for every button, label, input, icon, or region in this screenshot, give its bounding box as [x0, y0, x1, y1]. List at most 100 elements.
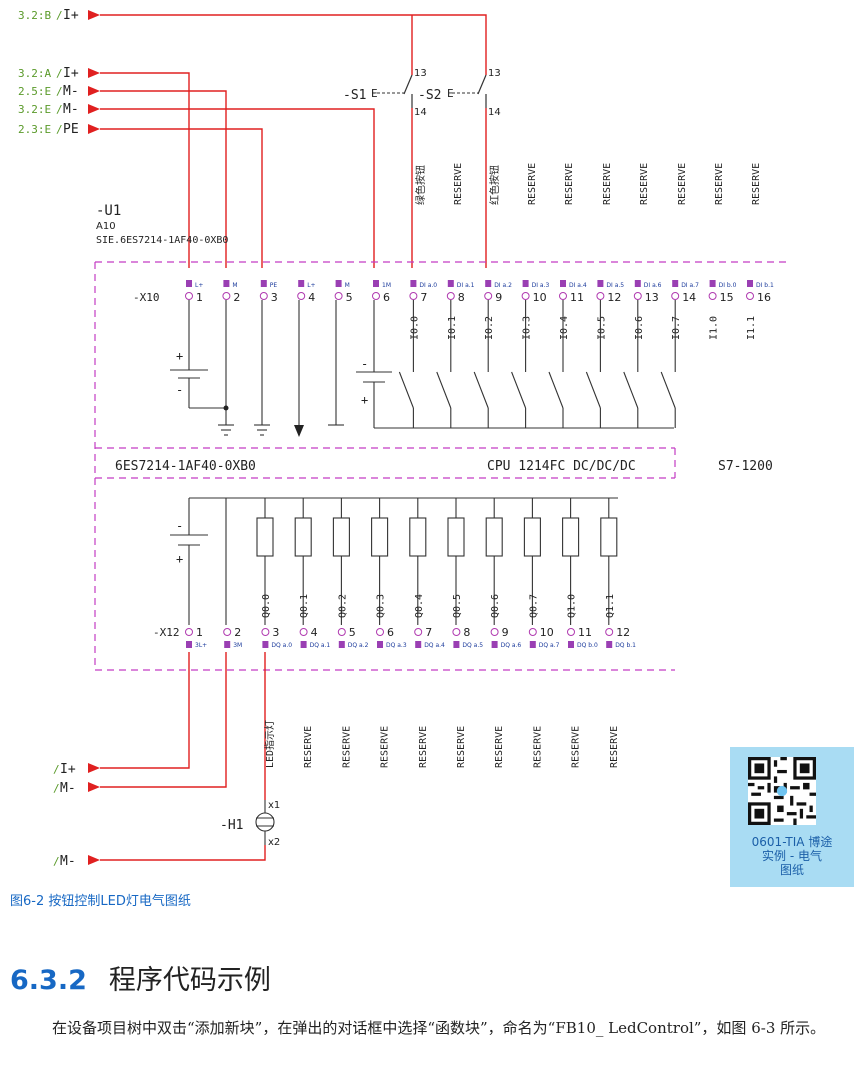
x10-terminal-name: DI b.1 [756, 282, 774, 289]
x12-terminal-marker [529, 641, 536, 648]
load-resistor [371, 517, 389, 557]
qr-box[interactable]: 0601-TIA 博途 实例 - 电气 图纸 [730, 747, 854, 887]
svg-text:-: - [176, 519, 183, 533]
x12-terminal-marker [300, 641, 307, 648]
bottom-input-labels: / / / I+ M- M- [53, 762, 76, 869]
figure-caption: 图6-2 按钮控制LED灯电气图纸 [10, 894, 191, 909]
svg-text:/: / [56, 123, 63, 136]
reserve-top-4: RESERVE [602, 163, 613, 205]
x10-terminal-name: DI a.3 [532, 282, 550, 289]
x12-pin-number: 6 [387, 626, 394, 639]
x10-pin-number: 7 [420, 291, 427, 304]
x12-pin-number: 10 [540, 626, 554, 639]
load-resistor [523, 517, 541, 557]
x10-pin-number: 16 [757, 291, 771, 304]
order-number: 6ES7214-1AF40-0XB0 [115, 459, 256, 474]
x10-terminal-circle [259, 292, 268, 300]
x10-terminal-marker [747, 280, 753, 287]
x10-terminal-marker [485, 280, 492, 287]
input-ref-1: 3.2:B [18, 9, 51, 22]
x10-terminal-name: DI a.0 [419, 282, 437, 289]
x10-terminal-circle [671, 292, 680, 300]
x12-terminal-marker [262, 641, 269, 648]
input-contact [660, 371, 676, 409]
x10-pin-number: 8 [458, 291, 465, 304]
x12-pin-number: 2 [234, 626, 241, 639]
s1-contact-top: 13 [414, 68, 427, 79]
reserve-top-7: RESERVE [714, 163, 725, 205]
x10-terminal-marker [597, 280, 604, 287]
x12-terminal-marker [377, 641, 383, 648]
qr-caption-line-3: 图纸 [779, 863, 804, 877]
x12-terminal-circle [376, 628, 384, 636]
x12-terminal-name: DQ a.4 [424, 642, 445, 649]
svg-text:/: / [53, 855, 60, 868]
x10-terminal-circle [521, 292, 530, 300]
input-signal-4: M- [63, 102, 79, 117]
lamp-pin-bottom: x2 [268, 837, 280, 848]
x10-terminal-circle [596, 292, 605, 300]
input-arrows [88, 10, 100, 134]
x10-terminal-circle [633, 292, 642, 300]
x12-pin-number: 1 [196, 626, 203, 639]
x10-terminal-circle [559, 292, 567, 300]
lamp-h1: -H1 x1 x2 [220, 800, 280, 848]
func-green-button: 绿色按钮 [414, 165, 427, 205]
input-address: I0.1 [447, 316, 458, 340]
x10-terminal-name: DI a.4 [569, 282, 587, 289]
x12-terminal-circle [337, 628, 346, 636]
wires-bottom [100, 652, 266, 861]
x12-terminal-name: DQ a.5 [462, 642, 483, 649]
x12-terminal-name: 3L+ [195, 642, 207, 649]
x12-terminal-circle [567, 628, 575, 636]
reserve-top-3: RESERVE [564, 163, 575, 205]
x12-pin-number: 12 [616, 626, 630, 639]
x12-terminal-name: DQ a.1 [310, 642, 331, 649]
input-contact [398, 371, 414, 409]
output-function: RESERVE [456, 726, 467, 768]
x12-terminal-circle [185, 628, 193, 636]
x10-terminal-circle [334, 292, 343, 300]
x10-terminal-marker [373, 280, 379, 287]
output-function: RESERVE [494, 726, 505, 768]
output-function: RESERVE [532, 726, 543, 768]
x10-terminal-marker [298, 280, 305, 287]
output-address: Q0.7 [528, 594, 539, 618]
switch-s1: -S1 E 13 14 [343, 68, 427, 118]
x12-pin-number: 9 [502, 626, 509, 639]
x12-pin-number: 7 [425, 626, 432, 639]
qr-code-icon[interactable] [748, 757, 816, 825]
input-contact [548, 371, 564, 409]
x12-terminal-marker [606, 641, 613, 648]
input-ref-3: 2.5:E [18, 85, 51, 98]
lamp-label: -H1 [220, 818, 243, 833]
output-function: RESERVE [571, 726, 582, 768]
x10-terminal-circle [222, 292, 231, 300]
svg-text:/: / [53, 782, 60, 795]
input-contact [511, 371, 527, 409]
input-contact [473, 371, 489, 409]
x10-terminal-marker [634, 280, 641, 287]
x10-terminal-name: DI a.2 [494, 282, 512, 289]
x10-terminal-name: PE [270, 282, 278, 289]
x12-terminal-name: DQ a.7 [539, 642, 560, 649]
x10-terminal-circle [708, 292, 717, 300]
x10-pin-number: 9 [495, 291, 502, 304]
load-resistor [409, 517, 427, 557]
load-resistor [294, 517, 312, 557]
x12-pin-number: 11 [578, 626, 592, 639]
svg-text:/: / [56, 85, 63, 98]
s2-type: E [447, 87, 454, 100]
reserve-top-6: RESERVE [677, 163, 688, 205]
body-paragraph: 在设备项目树中双击“添加新块”，在弹出的对话框中选择“函数块”，命名为“FB10… [52, 1019, 826, 1037]
output-address: Q0.4 [414, 594, 425, 618]
reserve-top-2: RESERVE [527, 163, 538, 205]
module-location: A10 [96, 221, 116, 232]
s2-label: -S2 [418, 88, 441, 103]
x12-terminal-circle [261, 628, 270, 636]
x12-terminal-name: DQ b.1 [615, 642, 636, 649]
